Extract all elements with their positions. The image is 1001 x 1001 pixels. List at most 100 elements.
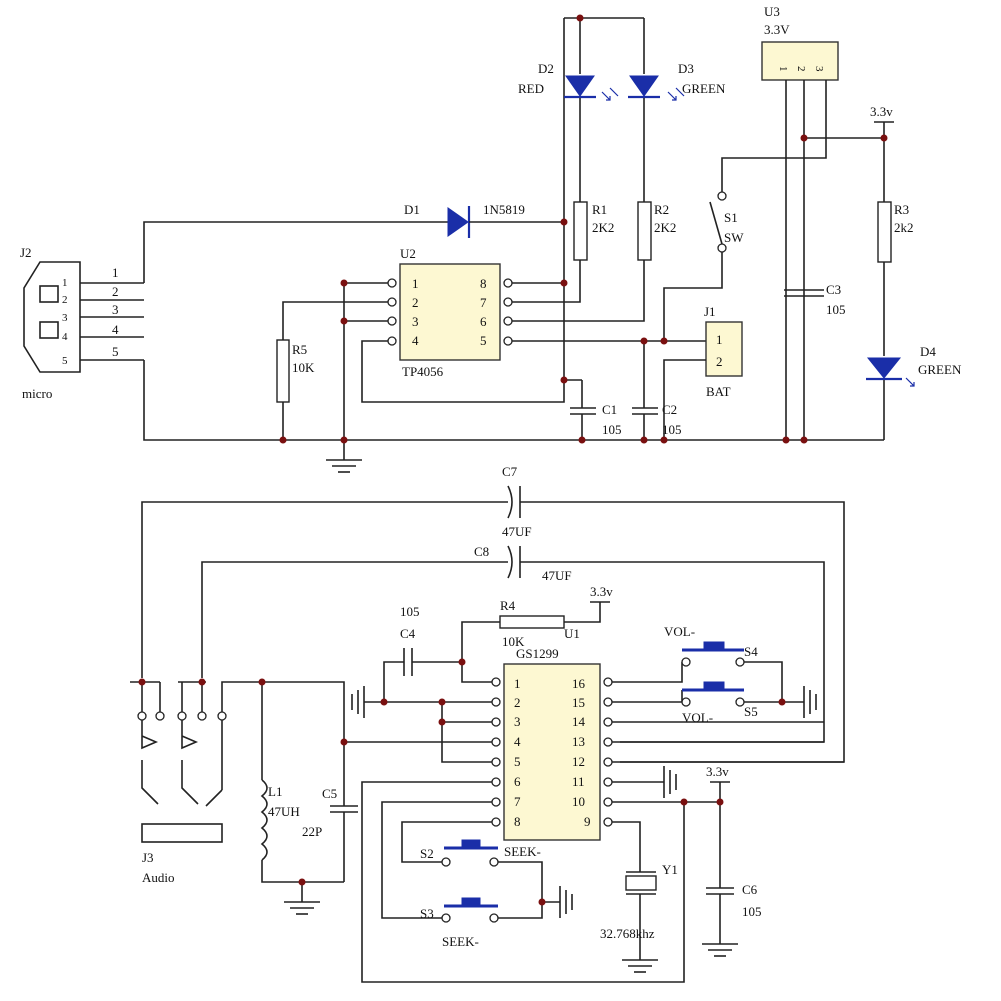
- u2-label: U2: [400, 246, 416, 261]
- ground-symbol-u1-left: [351, 686, 384, 718]
- d1-part: 1N5819: [483, 202, 525, 217]
- d2-color: RED: [518, 81, 544, 96]
- j2-pin-4: 4: [112, 322, 119, 337]
- u1-part: GS1299: [516, 646, 559, 661]
- j2-inner-pin-1: 1: [62, 277, 68, 289]
- r1-label: R1: [592, 202, 607, 217]
- ground-symbol-top: [326, 440, 362, 473]
- y1-value: 32.768khz: [600, 926, 655, 941]
- c3-label: C3: [826, 282, 841, 297]
- u1-pin-2: 2: [514, 695, 521, 710]
- s1-label: S1: [724, 210, 738, 225]
- d2-led-red: D2 RED: [518, 61, 619, 101]
- ground-symbol-vol: [803, 686, 817, 718]
- s2-label: S2: [420, 846, 434, 861]
- r3-label: R3: [894, 202, 909, 217]
- u3-pin-2: 2: [795, 66, 807, 72]
- u2-pin-3: 3: [412, 314, 419, 329]
- wire-vbus: [143, 221, 448, 283]
- s5-vol-label: VOL-: [682, 710, 713, 725]
- s1-sw-label: SW: [724, 230, 744, 245]
- u1-pin-9: 9: [584, 814, 591, 829]
- u1-pin-8: 8: [514, 814, 521, 829]
- s2-seek-button[interactable]: S2 SEEK-: [420, 839, 543, 902]
- r3-value: 2k2: [894, 220, 914, 235]
- c5-value: 22P: [302, 824, 322, 839]
- ground-symbol-l1: [284, 882, 320, 915]
- s4-vol-label: VOL-: [664, 624, 695, 639]
- u2-pin-5: 5: [480, 333, 487, 348]
- u1-pin-15: 15: [572, 695, 585, 710]
- u1-pin-12: 12: [572, 754, 585, 769]
- r2-value: 2K2: [654, 220, 676, 235]
- d1-label: D1: [404, 202, 420, 217]
- j1-pin-1: 1: [716, 332, 723, 347]
- s5-vol-button[interactable]: VOL- S5: [681, 681, 804, 725]
- u1-pin-1: 1: [514, 676, 521, 691]
- j1-bat-label: BAT: [706, 384, 731, 399]
- s1-switch[interactable]: S1 SW: [663, 138, 827, 341]
- junctions-bottom: [138, 658, 786, 906]
- r5-resistor: [276, 339, 290, 403]
- r5-label: R5: [292, 342, 307, 357]
- c8-capacitor: [507, 545, 513, 579]
- u1-pin-5: 5: [514, 754, 521, 769]
- j3-label: J3: [142, 850, 154, 865]
- s4-vol-button[interactable]: VOL- S4: [664, 624, 783, 702]
- u2-pin-8: 8: [480, 276, 487, 291]
- d3-color: GREEN: [682, 81, 726, 96]
- r5-value: 10K: [292, 360, 315, 375]
- u3-pin-1: 1: [777, 66, 789, 72]
- u2-chip: U2 TP4056 1 2 3 4 8 7 6 5: [387, 246, 513, 379]
- j2-pin-1: 1: [112, 265, 119, 280]
- r4-resistor: [499, 615, 565, 629]
- r2-resistor: [637, 201, 652, 261]
- j1-battery-connector: J1 1 2 BAT: [704, 304, 743, 399]
- r4-label: R4: [500, 598, 516, 613]
- y1-crystal: Y1 32.768khz: [600, 862, 678, 973]
- u3-regulator: U3 3.3V 1 2 3: [761, 4, 839, 81]
- r1-resistor: [573, 201, 588, 261]
- u3-voltage: 3.3V: [764, 22, 790, 37]
- ground-symbol-seek: [559, 886, 573, 918]
- l1-inductor: [260, 779, 268, 861]
- j2-micro-label: micro: [22, 386, 52, 401]
- c7-label: C7: [502, 464, 518, 479]
- d4-led-green: D4 GREEN: [866, 344, 962, 387]
- u1-pin-6: 6: [514, 774, 521, 789]
- j2-inner-pin-3: 3: [62, 312, 68, 324]
- c7-capacitor: [507, 485, 513, 519]
- s3-label: S3: [420, 906, 434, 921]
- u3-pin-3: 3: [813, 66, 825, 72]
- u1-pin-16: 16: [572, 676, 586, 691]
- j2-connector: J2 micro 1 2 3 4 5 1 2 3 4 5: [20, 245, 144, 401]
- c7-value: 47UF: [502, 524, 532, 539]
- c4-label: C4: [400, 626, 416, 641]
- d1-diode: D1 1N5819: [404, 202, 564, 238]
- u2-pin-4: 4: [412, 333, 419, 348]
- s3-seek-button[interactable]: S3 SEEK-: [420, 897, 560, 949]
- c2-label: C2: [662, 402, 677, 417]
- u1-pin-14: 14: [572, 714, 586, 729]
- j2-pin-2: 2: [112, 284, 119, 299]
- j2-label: J2: [20, 245, 32, 260]
- s4-label: S4: [744, 644, 758, 659]
- u1-pin-7: 7: [514, 794, 521, 809]
- j1-pin-2: 2: [716, 354, 723, 369]
- r3-resistor: [877, 201, 892, 263]
- j2-pin-3: 3: [112, 302, 119, 317]
- vcc-label-top: 3.3v: [870, 104, 893, 119]
- c5-label: C5: [322, 786, 337, 801]
- c1-value: 105: [602, 422, 622, 437]
- c6-value: 105: [742, 904, 762, 919]
- c1-label: C1: [602, 402, 617, 417]
- j2-pin-5: 5: [112, 344, 119, 359]
- wire-gnd-top: [143, 360, 884, 441]
- u2-pin-2: 2: [412, 295, 419, 310]
- s2-seek-label: SEEK-: [504, 844, 541, 859]
- r1-value: 2K2: [592, 220, 614, 235]
- l1-value: 47UH: [268, 804, 300, 819]
- u2-part: TP4056: [402, 364, 444, 379]
